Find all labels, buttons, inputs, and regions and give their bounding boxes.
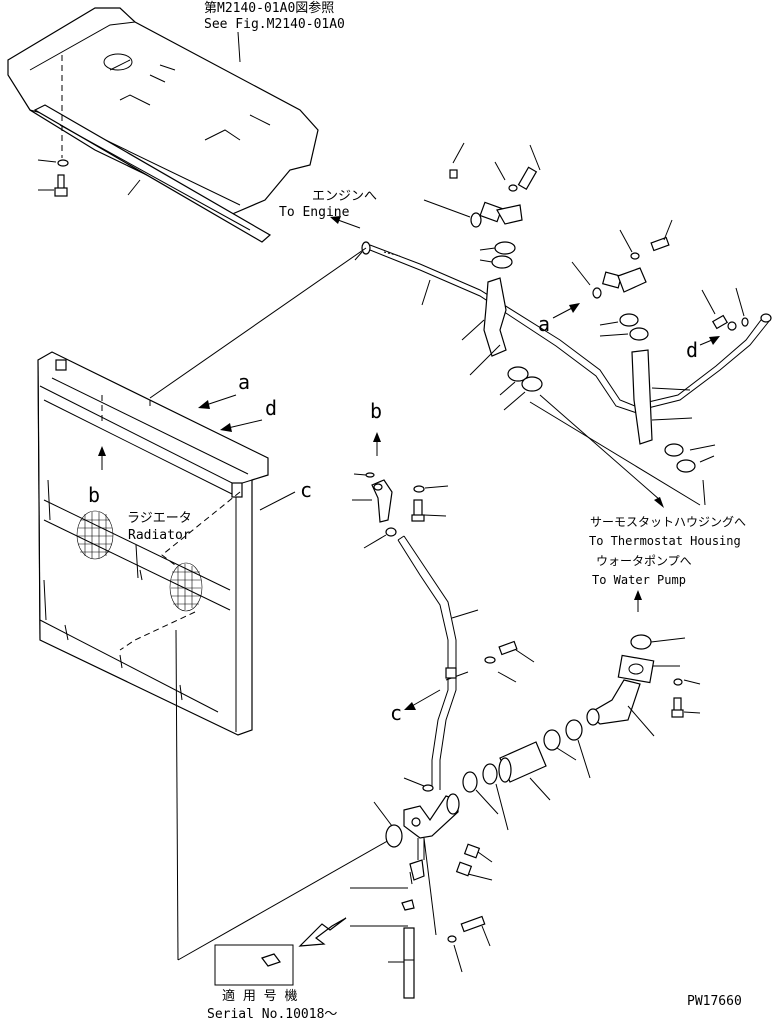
to-thermostat-label-jp: サーモスタットハウジングへ — [590, 515, 746, 529]
drain-gasket — [373, 801, 403, 848]
right-hose-clamps — [599, 313, 649, 341]
radiator-mesh-left — [76, 510, 114, 560]
drain-hose — [388, 927, 415, 999]
to-water-pump-arrow-icon — [634, 590, 642, 612]
cover-bolt — [38, 174, 68, 197]
water-pump-elbow — [586, 654, 655, 737]
right-water-pipe — [639, 313, 772, 411]
arrow-b-mid-icon — [373, 432, 381, 456]
right-connector-fittings — [701, 287, 749, 331]
lower-hose-clamps-right — [543, 719, 591, 779]
arrow-d-radiator-icon — [220, 419, 263, 432]
connector-c-mid: c — [390, 701, 402, 725]
vent-elbow — [352, 479, 393, 523]
serial-box — [214, 944, 294, 986]
radiator-label-en: Radiator — [128, 528, 191, 543]
direction-arrow-icon — [298, 917, 347, 947]
radiator-mesh-right — [169, 562, 203, 612]
right-elbow-flange — [571, 261, 647, 299]
mid-bolt-washer — [484, 640, 535, 683]
to-water-pump-label-jp: ウォータポンプへ — [596, 554, 692, 568]
figure-code: PW17660 — [687, 994, 742, 1009]
water-outlet-housing — [403, 777, 460, 839]
arrow-b-radiator-icon — [98, 446, 106, 470]
outlet-nuts — [455, 843, 493, 881]
connector-b-radiator: b — [88, 483, 100, 507]
to-water-pump-label-en: To Water Pump — [592, 573, 686, 587]
arrow-a-upper-icon — [552, 303, 580, 319]
arrow-a-radiator-icon — [198, 394, 237, 409]
upper-hose-clamps — [479, 241, 516, 269]
serial-label-jp: 適 用 号 機 — [222, 988, 297, 1004]
right-hose — [631, 349, 693, 445]
to-engine-label-en: To Engine — [279, 205, 350, 220]
radiator-label-jp: ラジエータ — [127, 511, 192, 526]
connector-d-radiator: d — [265, 396, 277, 420]
arrow-c-mid-icon — [404, 689, 441, 710]
right-lower-clamps — [664, 443, 716, 473]
upper-elbow-flange — [423, 199, 523, 228]
vent-bolt-washer — [411, 485, 449, 522]
engine-cover-skirt — [33, 104, 272, 243]
vent-pipe — [397, 535, 457, 790]
reference-label-en: See Fig.M2140-01A0 — [204, 17, 345, 32]
vent-pipe-washer — [363, 527, 397, 549]
connector-c-radiator: c — [300, 478, 312, 502]
right-bolts — [619, 219, 673, 260]
radiator — [37, 351, 269, 736]
reference-label-jp: 第M2140-01A0図参照 — [204, 0, 334, 16]
to-engine-label-jp: エンジンへ — [312, 189, 377, 204]
drain-clip — [350, 887, 415, 927]
to-thermostat-arrow-icon — [654, 497, 664, 508]
upper-hose — [461, 277, 507, 376]
connector-d-upper: d — [686, 338, 698, 362]
upper-bolts — [449, 142, 541, 192]
serial-label-en: Serial No.10018～ — [207, 1007, 337, 1022]
to-thermostat-label-en: To Thermostat Housing — [589, 534, 741, 548]
lower-hose-clamps-left — [462, 763, 509, 831]
water-pump-gasket — [630, 634, 686, 650]
connector-a-radiator: a — [238, 370, 250, 394]
mid-hose-clamps — [499, 366, 543, 411]
water-pump-bolt-washer — [653, 665, 701, 718]
lower-hose — [498, 741, 551, 801]
arrow-d-upper-icon — [699, 336, 720, 346]
connector-b-mid: b — [370, 399, 382, 423]
cover-washer — [37, 159, 69, 167]
connector-a-upper: a — [538, 312, 550, 336]
lower-bolt-washer — [447, 915, 491, 973]
drain-valve — [409, 838, 425, 885]
to-engine-arrow-icon — [330, 216, 361, 229]
